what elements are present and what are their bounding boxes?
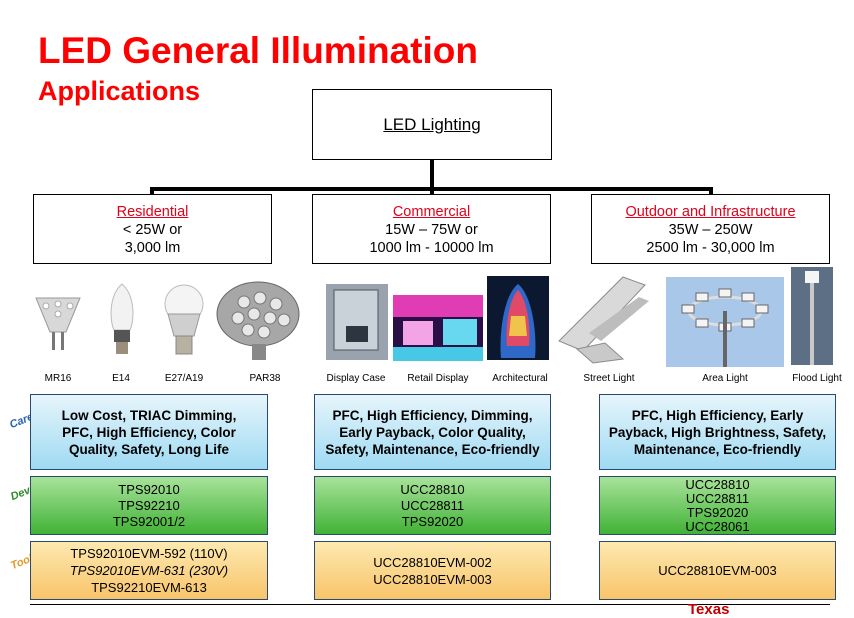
category-spec-lumen: 1000 lm - 10000 lm (369, 240, 494, 256)
devices-outdoor: UCC28810 UCC28811 TPS92020 UCC28061 (599, 476, 836, 535)
display-case-image (326, 284, 388, 360)
category-spec-power: 15W – 75W or (385, 222, 478, 238)
device-item: TPS92210 (118, 497, 180, 513)
product-caption-architectural: Architectural (492, 373, 548, 384)
e27-bulb-image (164, 284, 204, 355)
e14-bulb-image (110, 283, 134, 354)
tools-commercial: UCC28810EVM-002 UCC28810EVM-003 (314, 541, 551, 600)
careabouts-text: PFC, High Efficiency, Early Payback, Hig… (608, 407, 827, 457)
category-name: Outdoor and Infrastructure (625, 204, 796, 220)
par38-bulb-image (216, 281, 300, 360)
branch-drop-commercial (430, 187, 434, 195)
root-node-label: LED Lighting (383, 114, 481, 134)
branch-drop-outdoor (709, 187, 713, 195)
tool-item: TPS92010EVM-592 (110V) (70, 546, 228, 561)
careabouts-residential: Low Cost, TRIAC Dimming, PFC, High Effic… (30, 394, 268, 470)
product-caption-flood-light: Flood Light (792, 373, 842, 384)
product-caption-e27: E27/A19 (164, 373, 204, 384)
device-item: UCC28810 (400, 481, 465, 497)
area-light-image (666, 277, 784, 367)
device-item: UCC28810 (685, 476, 750, 492)
careabouts-text: Low Cost, TRIAC Dimming, PFC, High Effic… (61, 407, 237, 457)
category-spec-lumen: 2500 lm - 30,000 lm (646, 240, 775, 256)
root-node: LED Lighting (312, 89, 552, 160)
street-light-image (558, 276, 649, 364)
category-spec-lumen: 3,000 lm (124, 240, 181, 256)
product-caption-e14: E14 (112, 373, 130, 384)
careabouts-text: PFC, High Efficiency, Dimming, Early Pay… (325, 407, 540, 457)
category-outdoor: Outdoor and Infrastructure 35W – 250W 25… (591, 194, 830, 264)
product-caption-mr16: MR16 (44, 373, 72, 384)
mr16-bulb-image (35, 297, 81, 350)
page-title: LED General Illumination (38, 30, 478, 71)
tool-item: UCC28810EVM-003 (658, 563, 777, 578)
footer-divider (30, 604, 830, 605)
footer-logo: Texas (688, 601, 730, 618)
flood-light-image (791, 267, 833, 365)
device-item: TPS92020 (686, 504, 749, 520)
device-item: TPS92020 (401, 513, 464, 529)
branch-drop-residential (150, 187, 154, 195)
careabouts-commercial: PFC, High Efficiency, Dimming, Early Pay… (314, 394, 551, 470)
product-caption-par38: PAR38 (249, 373, 281, 384)
retail-display-image (393, 295, 483, 361)
tools-outdoor: UCC28810EVM-003 (599, 541, 836, 600)
tool-item: TPS92010EVM-631 (230V) (69, 563, 229, 578)
category-spec-power: 35W – 250W (668, 222, 753, 238)
tool-item: UCC28810EVM-002 (373, 554, 492, 570)
product-caption-display-case: Display Case (326, 373, 386, 384)
product-caption-area-light: Area Light (702, 373, 748, 384)
root-connector (430, 160, 434, 188)
tools-residential: TPS92010EVM-592 (110V) TPS92010EVM-631 (… (30, 541, 268, 600)
product-caption-retail-display: Retail Display (407, 373, 469, 384)
device-item: TPS92001/2 (112, 513, 186, 529)
tool-item: UCC28810EVM-003 (373, 571, 492, 587)
product-caption-street-light: Street Light (583, 373, 635, 384)
category-spec-power: < 25W or (122, 222, 183, 238)
devices-residential: TPS92010 TPS92210 TPS92001/2 (30, 476, 268, 535)
architectural-image (487, 276, 549, 360)
category-name: Residential (116, 204, 189, 220)
category-commercial: Commercial 15W – 75W or 1000 lm - 10000 … (312, 194, 551, 264)
careabouts-outdoor: PFC, High Efficiency, Early Payback, Hig… (599, 394, 836, 470)
device-item: UCC28811 (685, 490, 750, 506)
tool-item: TPS92210EVM-613 (91, 580, 207, 595)
devices-commercial: UCC28810 UCC28811 TPS92020 (314, 476, 551, 535)
device-item: UCC28061 (685, 518, 750, 534)
device-item: TPS92010 (118, 481, 180, 497)
category-residential: Residential < 25W or 3,000 lm (33, 194, 272, 264)
page-subtitle: Applications (38, 76, 201, 106)
category-name: Commercial (392, 204, 471, 220)
device-item: UCC28811 (400, 497, 465, 513)
